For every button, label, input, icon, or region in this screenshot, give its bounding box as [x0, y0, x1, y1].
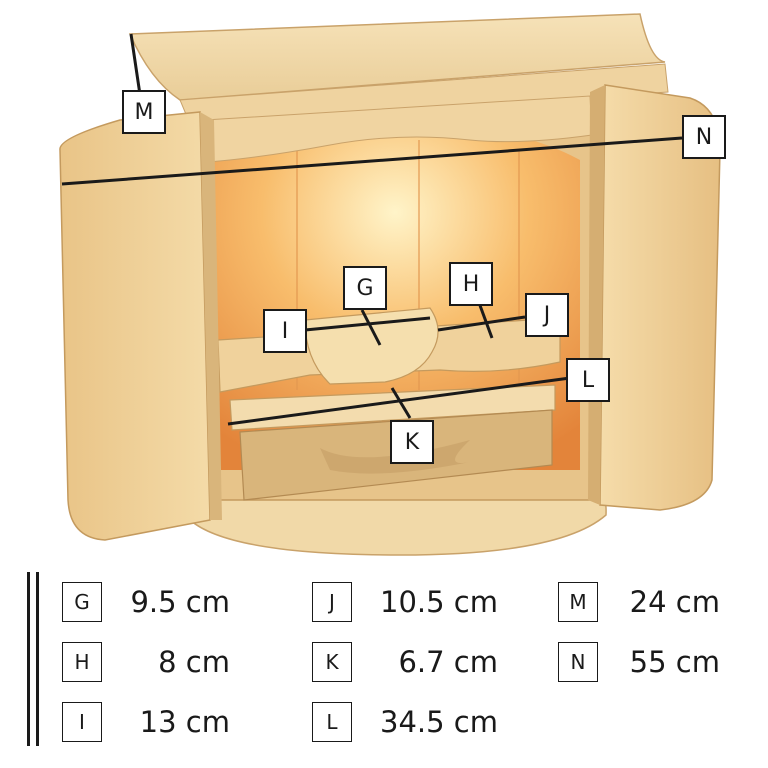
legend-item-l: L 34.5 cm [312, 700, 498, 744]
legend-key: H [62, 642, 102, 682]
legend-key: G [62, 582, 102, 622]
callout-i: I [263, 309, 307, 353]
legend-item-k: K 6.7 cm [312, 640, 498, 684]
dimension-line-g [360, 309, 382, 346]
dimension-lines [61, 33, 683, 426]
legend-value: 55 cm [629, 645, 720, 679]
callout-l: L [566, 358, 610, 402]
legend-value: 13 cm [139, 705, 230, 739]
dimension-line-j [437, 315, 526, 332]
interior-panel [418, 140, 420, 390]
legend-value: 10.5 cm [380, 585, 498, 619]
legend-item-j: J 10.5 cm [312, 580, 498, 624]
dimension-line-k [390, 387, 412, 419]
callout-m: M [122, 90, 166, 134]
right-door [599, 84, 721, 511]
callout-n: N [682, 115, 726, 159]
legend-value: 34.5 cm [380, 705, 498, 739]
dimension-line-n [61, 136, 683, 186]
callout-h: H [449, 262, 493, 306]
legend-key: K [312, 642, 352, 682]
left-door [59, 111, 211, 541]
dimension-line-h [476, 299, 494, 339]
legend-key: M [558, 582, 598, 622]
interior [210, 126, 580, 470]
callout-g: G [343, 266, 387, 310]
legend-item-n: N 55 cm [558, 640, 720, 684]
legend-key: N [558, 642, 598, 682]
legend-key: J [312, 582, 352, 622]
callout-j: J [525, 293, 569, 337]
legend-value: 8 cm [158, 645, 230, 679]
arch-valance [204, 95, 593, 163]
lower-shelf [229, 384, 556, 431]
legend-value: 6.7 cm [398, 645, 498, 679]
legend-rule [36, 572, 39, 746]
left-door-hinge-edge [200, 112, 222, 520]
interior-panel [296, 150, 298, 390]
legend-item-m: M 24 cm [558, 580, 720, 624]
legend-value: 9.5 cm [130, 585, 230, 619]
legend-value: 24 cm [629, 585, 720, 619]
legend-item-i: I 13 cm [62, 700, 230, 744]
legend-rule [27, 572, 30, 746]
callout-k: K [390, 420, 434, 464]
legend-key: I [62, 702, 102, 742]
dimension-line-i [304, 316, 431, 332]
legend-key: L [312, 702, 352, 742]
legend-item-g: G 9.5 cm [62, 580, 230, 624]
interior-panel [518, 150, 520, 390]
legend-item-h: H 8 cm [62, 640, 230, 684]
